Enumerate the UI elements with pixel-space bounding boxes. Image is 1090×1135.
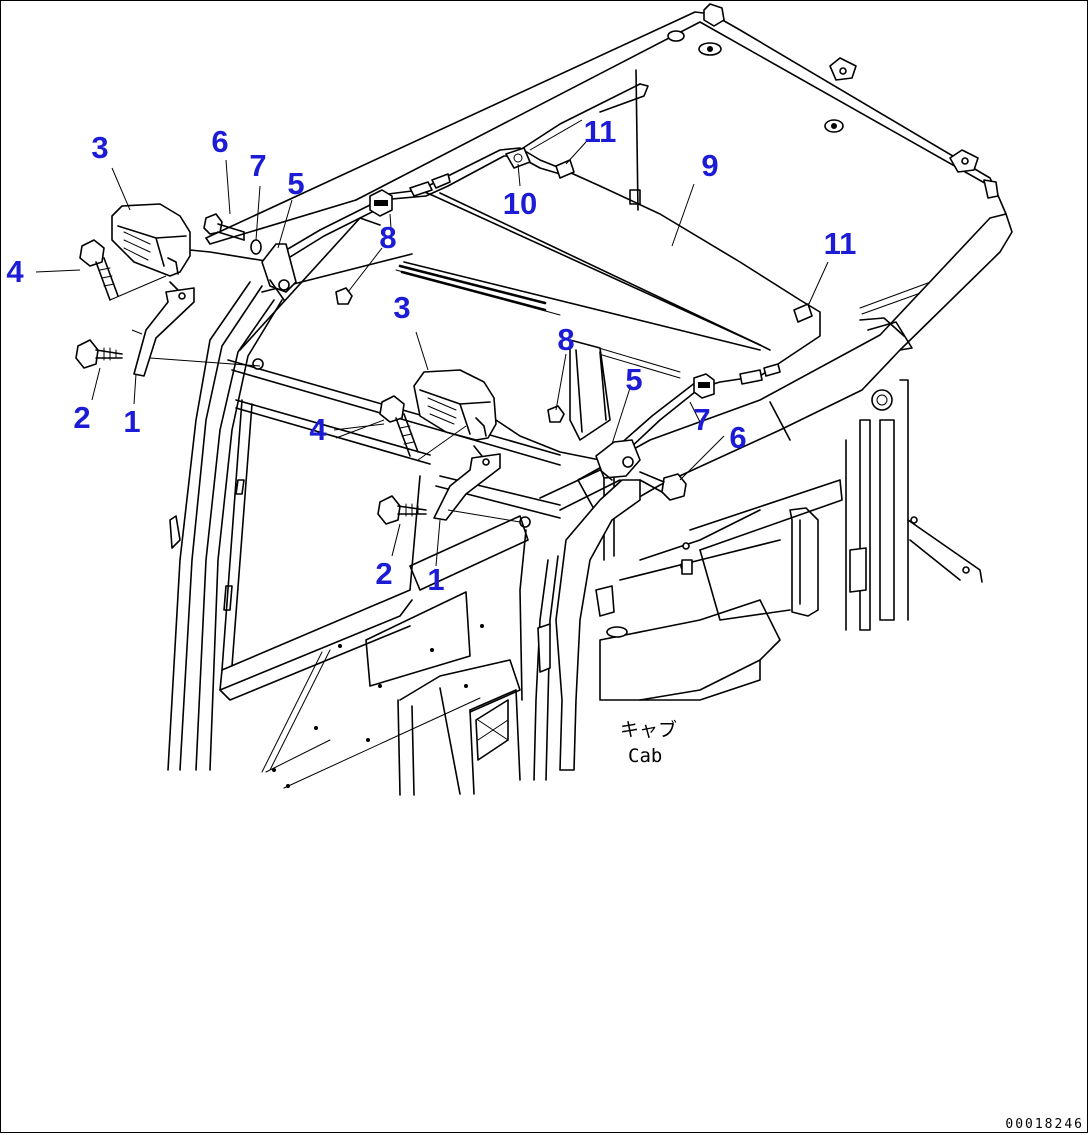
callout-1-left: 1 [123,404,140,439]
front-right-pillar [519,479,641,781]
callout-9: 9 [701,148,718,183]
callout-5-right: 5 [625,362,642,397]
callout-11-top: 11 [584,114,617,149]
callout-7-left: 7 [249,148,266,183]
left-mounting-hardware [203,213,297,301]
cab-roof [205,3,1007,379]
callout-3-right: 3 [393,290,410,325]
callout-4-right: 4 [309,412,327,447]
right-mounting-hardware [569,339,687,501]
cab-right-side [599,379,983,701]
work-lamp-right [377,369,501,525]
callout-5-left: 5 [287,166,304,201]
callout-2-left: 2 [73,400,90,435]
front-window [219,399,421,773]
wire-harness [189,69,821,463]
front-left-pillar [167,281,283,771]
callout-4-left: 4 [6,254,24,289]
callout-1-right: 1 [427,562,444,597]
callout-2-right: 2 [375,556,392,591]
grommets [335,189,715,423]
work-lamp-left [75,203,195,377]
callout-6-right: 6 [729,420,746,455]
drawing-number: 00018246 [1005,1117,1084,1132]
callout-8-right: 8 [557,322,574,357]
callout-7-right: 7 [693,402,710,437]
cab-lower-panels [265,515,529,796]
callout-8-left: 8 [379,220,396,255]
callout-3-left: 3 [91,130,108,165]
callout-10: 10 [503,186,537,221]
cab-label-japanese: キャブ [620,718,677,741]
callout-11-right: 11 [824,226,857,261]
callout-labels: 3 4 2 1 6 7 5 8 3 4 2 1 8 5 7 6 9 10 11 … [6,114,856,597]
cab-label-english: Cab [628,745,662,767]
leader-lines [35,119,829,567]
callout-6-left: 6 [211,124,228,159]
